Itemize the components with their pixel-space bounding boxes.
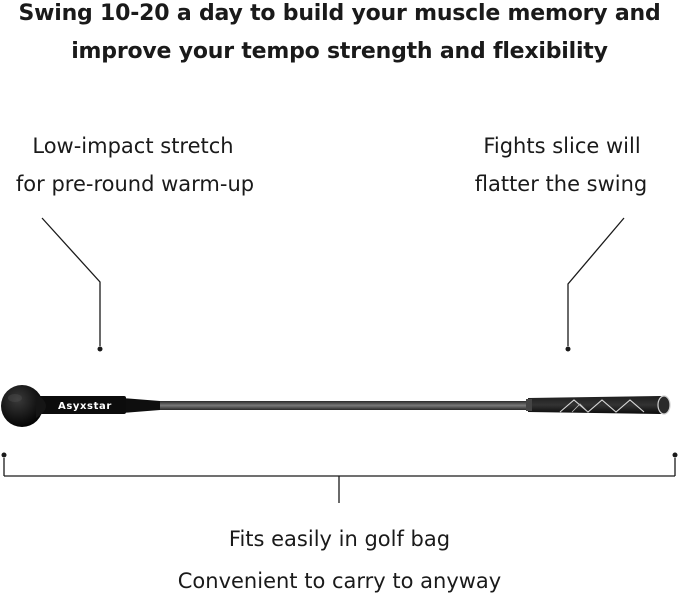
callout-left-line-2: for pre-round warm-up (15, 172, 255, 196)
footer-line-2: Convenient to carry to anyway (177, 569, 502, 593)
club-head-neck (36, 394, 46, 418)
callout-right-line-1: Fights slice will (483, 134, 641, 158)
headline-line-2: improve your tempo strength and flexibil… (71, 39, 608, 64)
right-leader-line (565, 217, 625, 352)
footer-line-1: Fits easily in golf bag (228, 527, 451, 551)
left-leader-line (41, 217, 103, 352)
callout-left-line-1: Low-impact stretch (32, 134, 234, 158)
club-head-highlight (8, 394, 22, 402)
club-collar (122, 398, 160, 413)
swing-trainer-club: Asyxstar (1, 385, 671, 427)
club-head-ball (1, 385, 43, 427)
grip-end-cap (657, 395, 671, 415)
club-neck-sleeve (38, 396, 126, 414)
grip-pattern (559, 399, 645, 413)
brand-label: Asyxstar (58, 401, 112, 412)
callout-right-line-2: flatter the swing (474, 172, 648, 196)
bracket-left-dot (1, 452, 7, 458)
headline-line-1: Swing 10-20 a day to build your muscle m… (18, 1, 661, 26)
left-leader-dot (97, 346, 103, 352)
club-shaft (150, 401, 530, 410)
grip-pattern-inner (571, 403, 589, 413)
right-leader-dot (565, 346, 571, 352)
club-grip (528, 396, 670, 414)
bracket-right-dot (672, 452, 678, 458)
length-bracket (1, 452, 678, 503)
grip-ferrule (526, 399, 532, 411)
